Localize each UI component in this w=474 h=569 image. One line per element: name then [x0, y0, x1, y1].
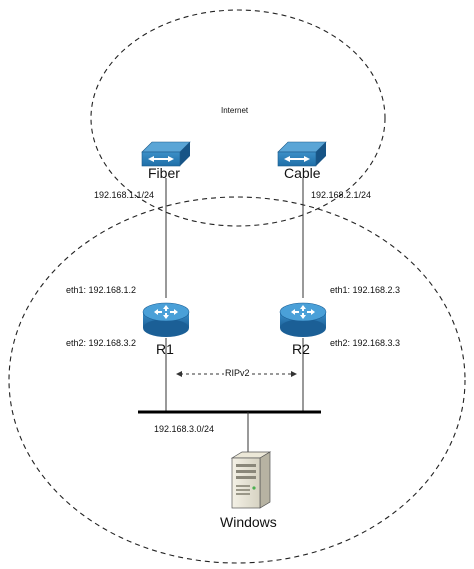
internet-label: Internet	[221, 106, 249, 115]
router-icon	[142, 302, 190, 337]
switch-icon	[277, 141, 327, 167]
internet-boundary	[90, 9, 386, 227]
r1-eth2-address: eth2: 192.168.3.2	[66, 338, 137, 348]
r2-eth1-address: eth1: 192.168.2.3	[330, 285, 401, 295]
lan-subnet: 192.168.3.0/24	[154, 424, 215, 434]
cable-subnet: 192.168.2.1/24	[311, 190, 372, 200]
r2-name: R2	[292, 341, 310, 357]
ripv2-label: RIPv2	[224, 368, 251, 378]
server-icon	[230, 451, 272, 509]
fiber-subnet: 192.168.1.1/24	[94, 190, 155, 200]
r1-name: R1	[156, 341, 174, 357]
router-icon	[279, 302, 327, 337]
host-name: Windows	[220, 514, 277, 530]
r1-eth1-address: eth1: 192.168.1.2	[66, 285, 137, 295]
cable-isp-name: Cable	[284, 165, 321, 181]
fiber-isp-name: Fiber	[148, 165, 180, 181]
ripv2-arrow-left	[176, 371, 182, 377]
local-network-boundary	[8, 196, 466, 564]
switch-icon	[141, 141, 191, 167]
ripv2-arrow-right	[291, 371, 297, 377]
r2-eth2-address: eth2: 192.168.3.3	[330, 338, 401, 348]
